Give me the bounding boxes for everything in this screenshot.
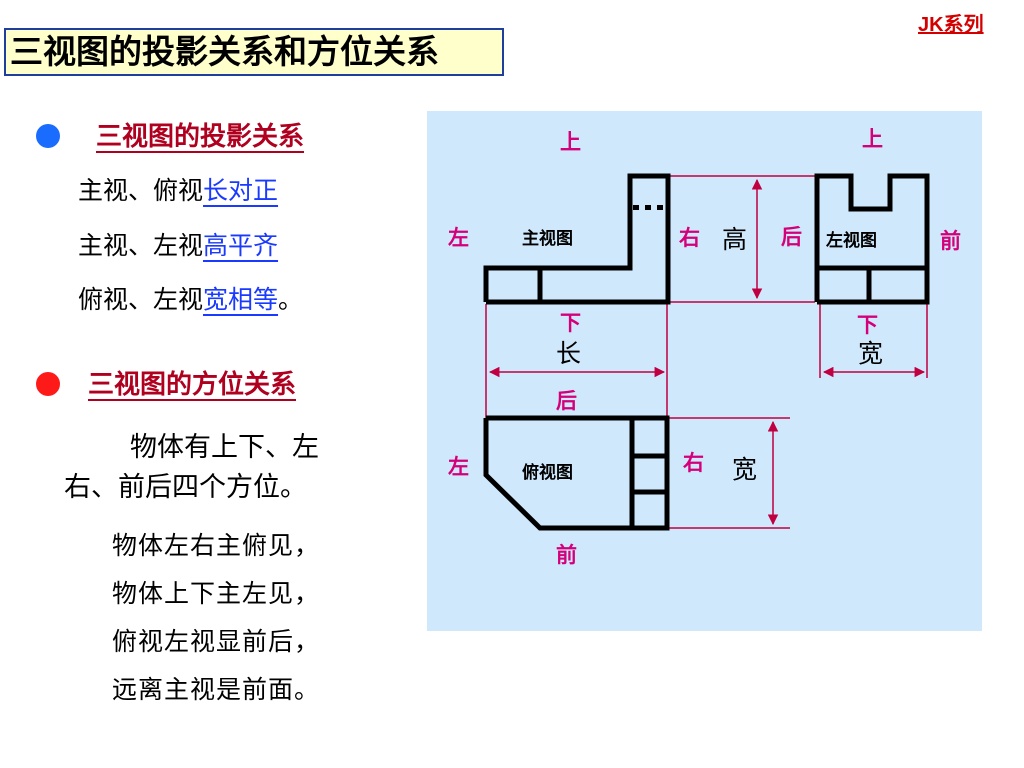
dir-left-top: 左 <box>448 455 469 479</box>
dim-width-top-label: 宽 <box>732 455 757 484</box>
dir-right-front: 右 <box>679 226 700 250</box>
rule-row-3-suffix: 。 <box>278 285 304 314</box>
rule-row-2-prefix: 主视、左视 <box>78 231 204 260</box>
dim-length-label: 长 <box>556 339 581 368</box>
bullet-red-icon <box>36 372 60 396</box>
left-view-drawing <box>814 173 930 305</box>
dim-height-label: 高 <box>722 225 747 254</box>
brand-label: JK系列 <box>918 14 984 36</box>
top-view-label: 俯视图 <box>522 462 573 483</box>
dir-down-left: 下 <box>857 313 878 337</box>
top-view-drawing <box>483 415 670 531</box>
dir-front-top: 前 <box>556 543 577 567</box>
page-title: 三视图的投影关系和方位关系 <box>4 28 504 76</box>
diagram-panel <box>427 111 982 631</box>
poem-line-4: 远离主视是前面。 <box>112 675 321 704</box>
rule-row-2: 主视、左视高平齐 <box>78 226 278 262</box>
dir-up-front: 上 <box>560 130 581 154</box>
rule-row-3: 俯视、左视宽相等。 <box>78 280 303 316</box>
dim-width-left-label: 宽 <box>858 339 883 368</box>
dimension-lines <box>488 178 926 526</box>
orientation-para-line-1: 物体有上下、左 <box>130 432 319 463</box>
dir-right-top: 右 <box>683 451 704 475</box>
rule-row-3-rule: 宽相等 <box>203 285 279 314</box>
dir-left-front: 左 <box>448 226 469 250</box>
dir-back-left: 后 <box>781 225 802 249</box>
section-heading-orientation: 三视图的方位关系 <box>88 370 297 400</box>
poem-line-3: 俯视左视显前后， <box>112 627 321 656</box>
section-heading-projection: 三视图的投影关系 <box>96 122 305 152</box>
dir-front-left: 前 <box>940 229 961 253</box>
rule-row-2-rule: 高平齐 <box>203 231 279 260</box>
poem-line-1: 物体左右主俯见， <box>112 531 321 560</box>
rule-row-1: 主视、俯视长对正 <box>78 171 278 207</box>
hidden-line-dots <box>633 205 663 210</box>
left-view-label: 左视图 <box>826 230 877 251</box>
front-view-drawing <box>483 173 671 305</box>
front-view-label: 主视图 <box>522 228 573 249</box>
poem-line-2: 物体上下主左见， <box>112 579 321 608</box>
rule-row-1-rule: 长对正 <box>203 176 279 205</box>
rule-row-3-prefix: 俯视、左视 <box>78 285 204 314</box>
bullet-blue-icon <box>36 124 60 148</box>
rule-row-1-prefix: 主视、俯视 <box>78 176 204 205</box>
orientation-para-line-2: 右、前后四个方位。 <box>64 472 307 503</box>
projection-lines <box>485 175 928 529</box>
dir-back-top: 后 <box>556 389 577 413</box>
dir-up-left: 上 <box>862 127 883 151</box>
dir-down-front: 下 <box>560 311 581 335</box>
